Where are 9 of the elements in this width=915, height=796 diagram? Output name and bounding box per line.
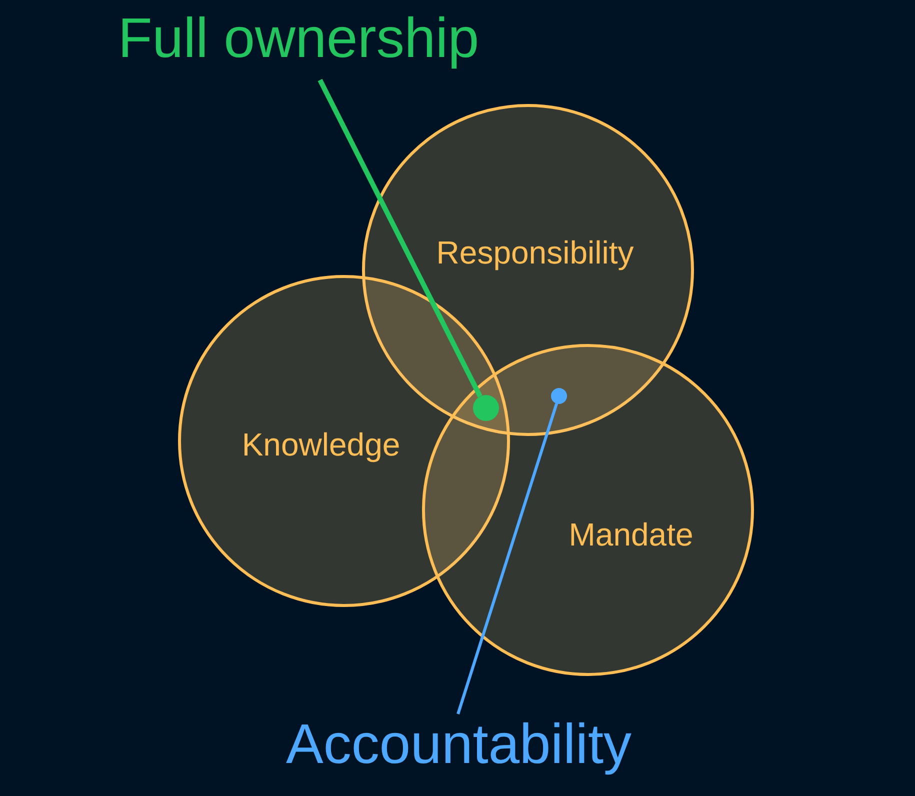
leader-line	[318, 78, 482, 398]
callout-text: Full ownership	[118, 6, 480, 70]
circle-label: Mandate	[568, 516, 694, 554]
marker-dot	[473, 395, 499, 421]
circle-label: Responsibility	[436, 234, 634, 272]
leader-line	[456, 403, 558, 714]
circle-label: Knowledge	[242, 426, 400, 464]
marker-dot	[551, 388, 567, 404]
callout-text: Accountability	[286, 712, 632, 776]
